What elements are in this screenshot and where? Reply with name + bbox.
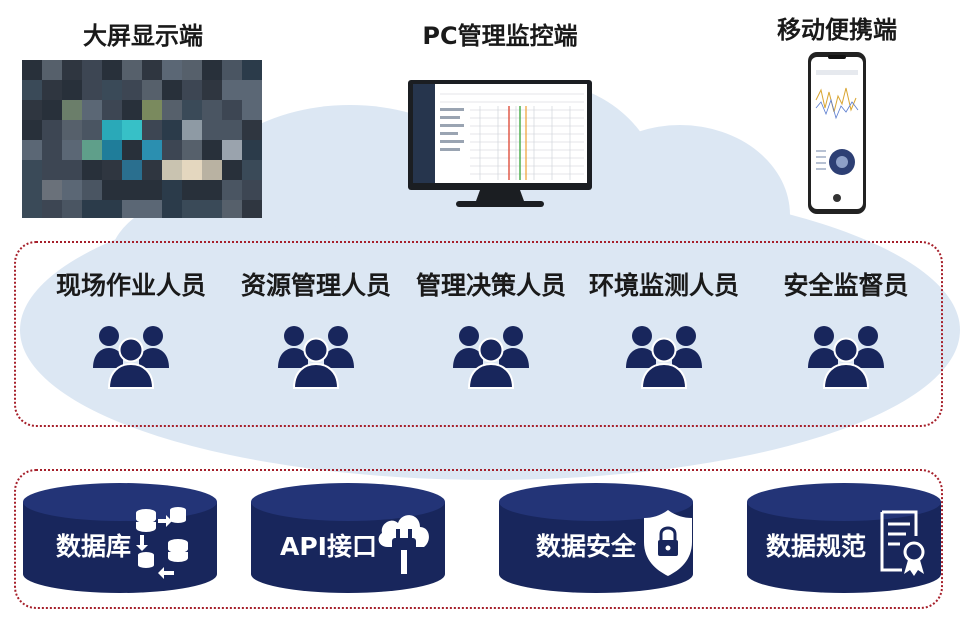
cloud-plug-icon xyxy=(378,515,429,574)
user-group-icon xyxy=(278,325,354,389)
role-label: 安全监督员 xyxy=(783,271,909,300)
user-group-icon xyxy=(626,325,702,389)
data-security-label: 数据安全 xyxy=(536,532,637,561)
role-decision-makers: 管理决策人员 xyxy=(401,266,581,390)
terminal-title-pc: PC管理监控端 xyxy=(422,22,578,50)
terminal-title-large-screen: 大屏显示端 xyxy=(83,22,203,50)
role-resource-managers: 资源管理人员 xyxy=(226,266,406,390)
big-screen-dashboard-image xyxy=(22,60,262,218)
data-foundation-panel xyxy=(14,469,943,609)
api-label: API接口 xyxy=(280,532,377,561)
role-safety-supervisors: 安全监督员 xyxy=(756,266,936,390)
certificate-document-icon xyxy=(880,510,925,576)
user-group-icon xyxy=(808,325,884,389)
terminal-title-mobile: 移动便携端 xyxy=(777,16,897,44)
user-group-icon xyxy=(93,325,169,389)
role-label: 现场作业人员 xyxy=(55,271,206,300)
database-label: 数据库 xyxy=(56,532,132,561)
role-environment-monitors: 环境监测人员 xyxy=(574,266,754,390)
role-field-workers: 现场作业人员 xyxy=(41,266,221,390)
desktop-monitor-image xyxy=(408,80,592,207)
shield-lock-icon xyxy=(644,510,692,576)
mobile-phone-image xyxy=(808,52,866,214)
data-standard-label: 数据规范 xyxy=(766,532,867,561)
role-label: 资源管理人员 xyxy=(240,271,391,300)
user-group-icon xyxy=(453,325,529,389)
database-sync-icon xyxy=(136,507,188,579)
role-label: 管理决策人员 xyxy=(415,271,566,300)
role-label: 环境监测人员 xyxy=(588,271,739,300)
user-roles-panel xyxy=(14,241,943,427)
